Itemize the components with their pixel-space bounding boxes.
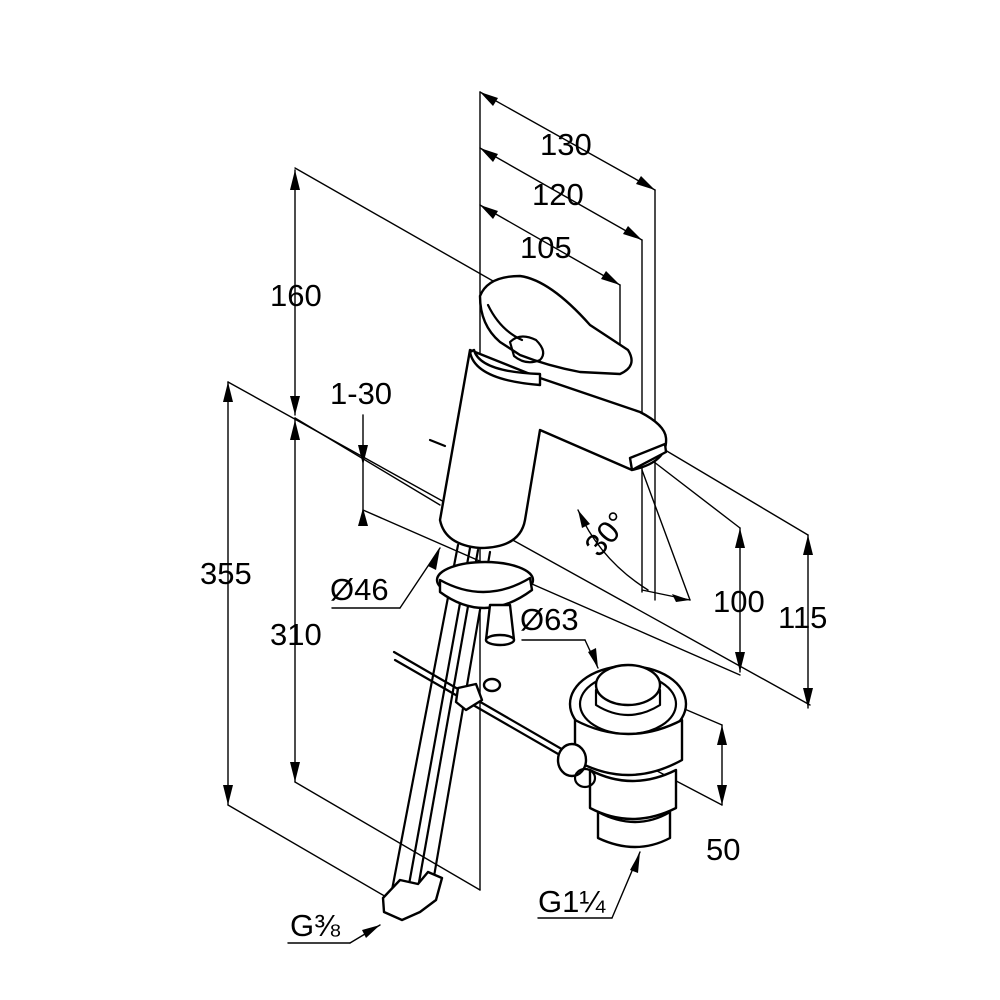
dim-1-30-ext xyxy=(362,509,741,676)
popup-lift-rod xyxy=(428,438,447,448)
arrow-120-start xyxy=(480,148,498,162)
dim-120-line xyxy=(479,147,643,241)
arrow-g114 xyxy=(630,852,640,873)
lever-cartridge xyxy=(508,335,545,364)
arrow-310-top xyxy=(290,420,300,440)
arrow-355-bottom xyxy=(223,785,233,805)
dim-115-ext xyxy=(659,446,809,536)
dimension-labels: 130 120 105 160 1-30 355 310 Ø46 Ø63 30°… xyxy=(200,127,827,943)
arrow-46 xyxy=(428,548,440,570)
arrow-1-30-bottom xyxy=(358,508,368,526)
popup-rod-line-2 xyxy=(393,658,574,764)
arrow-355-top xyxy=(223,382,233,402)
label-160: 160 xyxy=(270,278,322,313)
arrow-50-top xyxy=(717,725,727,745)
label-diameter-46: Ø46 xyxy=(330,572,389,607)
waste-body-lower xyxy=(588,768,678,821)
dim-355-ext-bottom xyxy=(227,804,401,906)
arrow-100-bottom xyxy=(735,652,745,672)
label-130: 130 xyxy=(540,127,592,162)
label-1-30: 1-30 xyxy=(330,376,392,411)
arrow-130-start xyxy=(480,92,498,106)
label-g114: G1¼ xyxy=(538,884,606,919)
rod-clamp-screw xyxy=(482,677,502,693)
hose-left-inner xyxy=(406,546,472,892)
label-120: 120 xyxy=(532,177,584,212)
arrow-120-end xyxy=(623,226,642,240)
waste-plug-side xyxy=(594,688,662,716)
popup-waste xyxy=(556,663,688,849)
arrow-105-end xyxy=(601,271,620,285)
dim-100-ext xyxy=(644,454,741,529)
base-washer xyxy=(438,576,534,610)
popup-rod xyxy=(392,438,574,764)
faucet-spout xyxy=(438,348,668,550)
popup-rod-line xyxy=(392,650,574,757)
arrow-30deg-end xyxy=(672,594,690,602)
label-115: 115 xyxy=(778,600,827,635)
hose-connector xyxy=(381,870,444,922)
arrow-g38 xyxy=(362,925,380,938)
label-310: 310 xyxy=(270,617,322,652)
waste-body xyxy=(573,718,684,777)
dim-160-ext xyxy=(294,167,501,286)
label-105: 105 xyxy=(520,230,572,265)
dim-130-line xyxy=(479,91,656,191)
lever-handle xyxy=(478,274,633,376)
arrow-160-bottom xyxy=(290,396,300,415)
faucet-collar xyxy=(468,348,542,387)
arrow-30deg-start xyxy=(578,510,590,528)
arrow-160-top xyxy=(290,170,300,190)
arrow-130-end xyxy=(636,176,655,190)
arrowheads xyxy=(223,92,813,938)
label-50: 50 xyxy=(706,832,740,867)
faucet-lever xyxy=(478,274,633,376)
arrow-115-bottom xyxy=(803,688,813,708)
waste-rod-joint xyxy=(556,742,588,778)
waste-rod-nut xyxy=(573,767,597,789)
arrow-1-30-top xyxy=(358,445,368,465)
dim-105-line xyxy=(479,204,621,286)
faucet-mount xyxy=(435,560,535,647)
label-355: 355 xyxy=(200,556,252,591)
arrow-115-top xyxy=(803,535,813,555)
arrow-63 xyxy=(588,648,598,668)
label-g38: G⅜ xyxy=(290,908,340,943)
dimension-lines xyxy=(227,91,811,944)
arrow-50-bottom xyxy=(717,785,727,805)
waste-tailpiece xyxy=(596,810,672,849)
dim-310-ext-bottom xyxy=(294,781,481,891)
faucet-aerator xyxy=(628,442,668,472)
label-100: 100 xyxy=(713,584,765,619)
arrow-105-start xyxy=(480,205,498,219)
waste-plug xyxy=(594,663,662,707)
rod-clamp xyxy=(454,682,484,712)
base-nut-bottom xyxy=(484,633,516,647)
hose-left-outer xyxy=(390,543,460,892)
dim-355-ext-top xyxy=(227,381,811,706)
faucet-body xyxy=(438,348,668,550)
label-diameter-63: Ø63 xyxy=(520,602,579,637)
lever-shadow xyxy=(486,303,524,342)
arrow-310-bottom xyxy=(290,762,300,782)
arrow-100-top xyxy=(735,528,745,548)
label-30-degree: 30° xyxy=(578,505,635,563)
dim-30deg-line xyxy=(641,469,691,601)
